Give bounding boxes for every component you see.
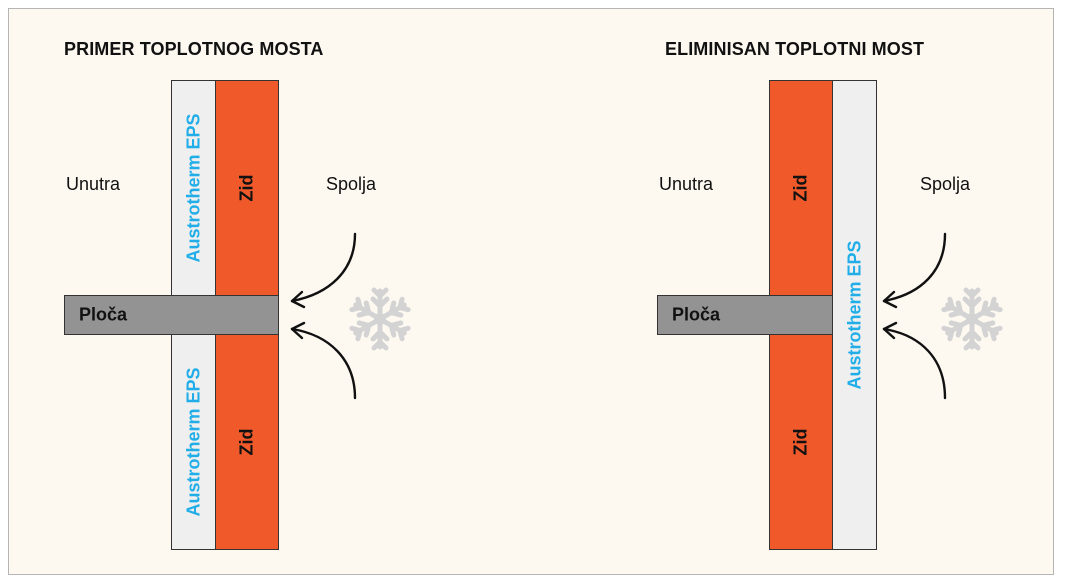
right-panel-title: ELIMINISAN TOPLOTNI MOST bbox=[665, 39, 925, 59]
left-snowflake-icon bbox=[351, 290, 408, 348]
right-snowflake-icon bbox=[943, 290, 1000, 348]
right-slab-label: Ploča bbox=[672, 304, 721, 325]
right-panel-bridge-eliminated: ELIMINISAN TOPLOTNI MOST Unutra Spolja Z… bbox=[9, 9, 1053, 574]
left-wall-top: Zid bbox=[215, 80, 279, 296]
left-lower-curved-arrow-icon bbox=[290, 321, 357, 400]
right-outside-label: Spolja bbox=[920, 174, 971, 194]
right-inside-label: Unutra bbox=[659, 174, 714, 194]
right-upper-curved-arrow-icon bbox=[882, 232, 947, 309]
right-floor-slab: Ploča bbox=[657, 295, 833, 335]
left-panel-thermal-bridge: PRIMER TOPLOTNOG MOSTA Unutra Spolja Aus… bbox=[9, 9, 1053, 574]
right-wall-top: Zid bbox=[769, 80, 833, 296]
diagram-frame: PRIMER TOPLOTNOG MOSTA Unutra Spolja Aus… bbox=[8, 8, 1054, 575]
left-panel-title: PRIMER TOPLOTNOG MOSTA bbox=[64, 39, 324, 59]
cold-flow-overlay bbox=[290, 232, 1055, 400]
left-upper-curved-arrow-icon bbox=[290, 232, 357, 309]
left-outside-label: Spolja bbox=[326, 174, 377, 194]
left-inside-label: Unutra bbox=[66, 174, 121, 194]
left-floor-slab: Ploča bbox=[64, 295, 279, 335]
left-slab-label: Ploča bbox=[79, 304, 128, 325]
left-wall-bottom: Zid bbox=[215, 334, 279, 550]
left-insulation-bottom: Austrotherm EPS bbox=[171, 334, 216, 550]
right-insulation: Austrotherm EPS bbox=[832, 80, 877, 550]
right-lower-curved-arrow-icon bbox=[882, 321, 947, 400]
